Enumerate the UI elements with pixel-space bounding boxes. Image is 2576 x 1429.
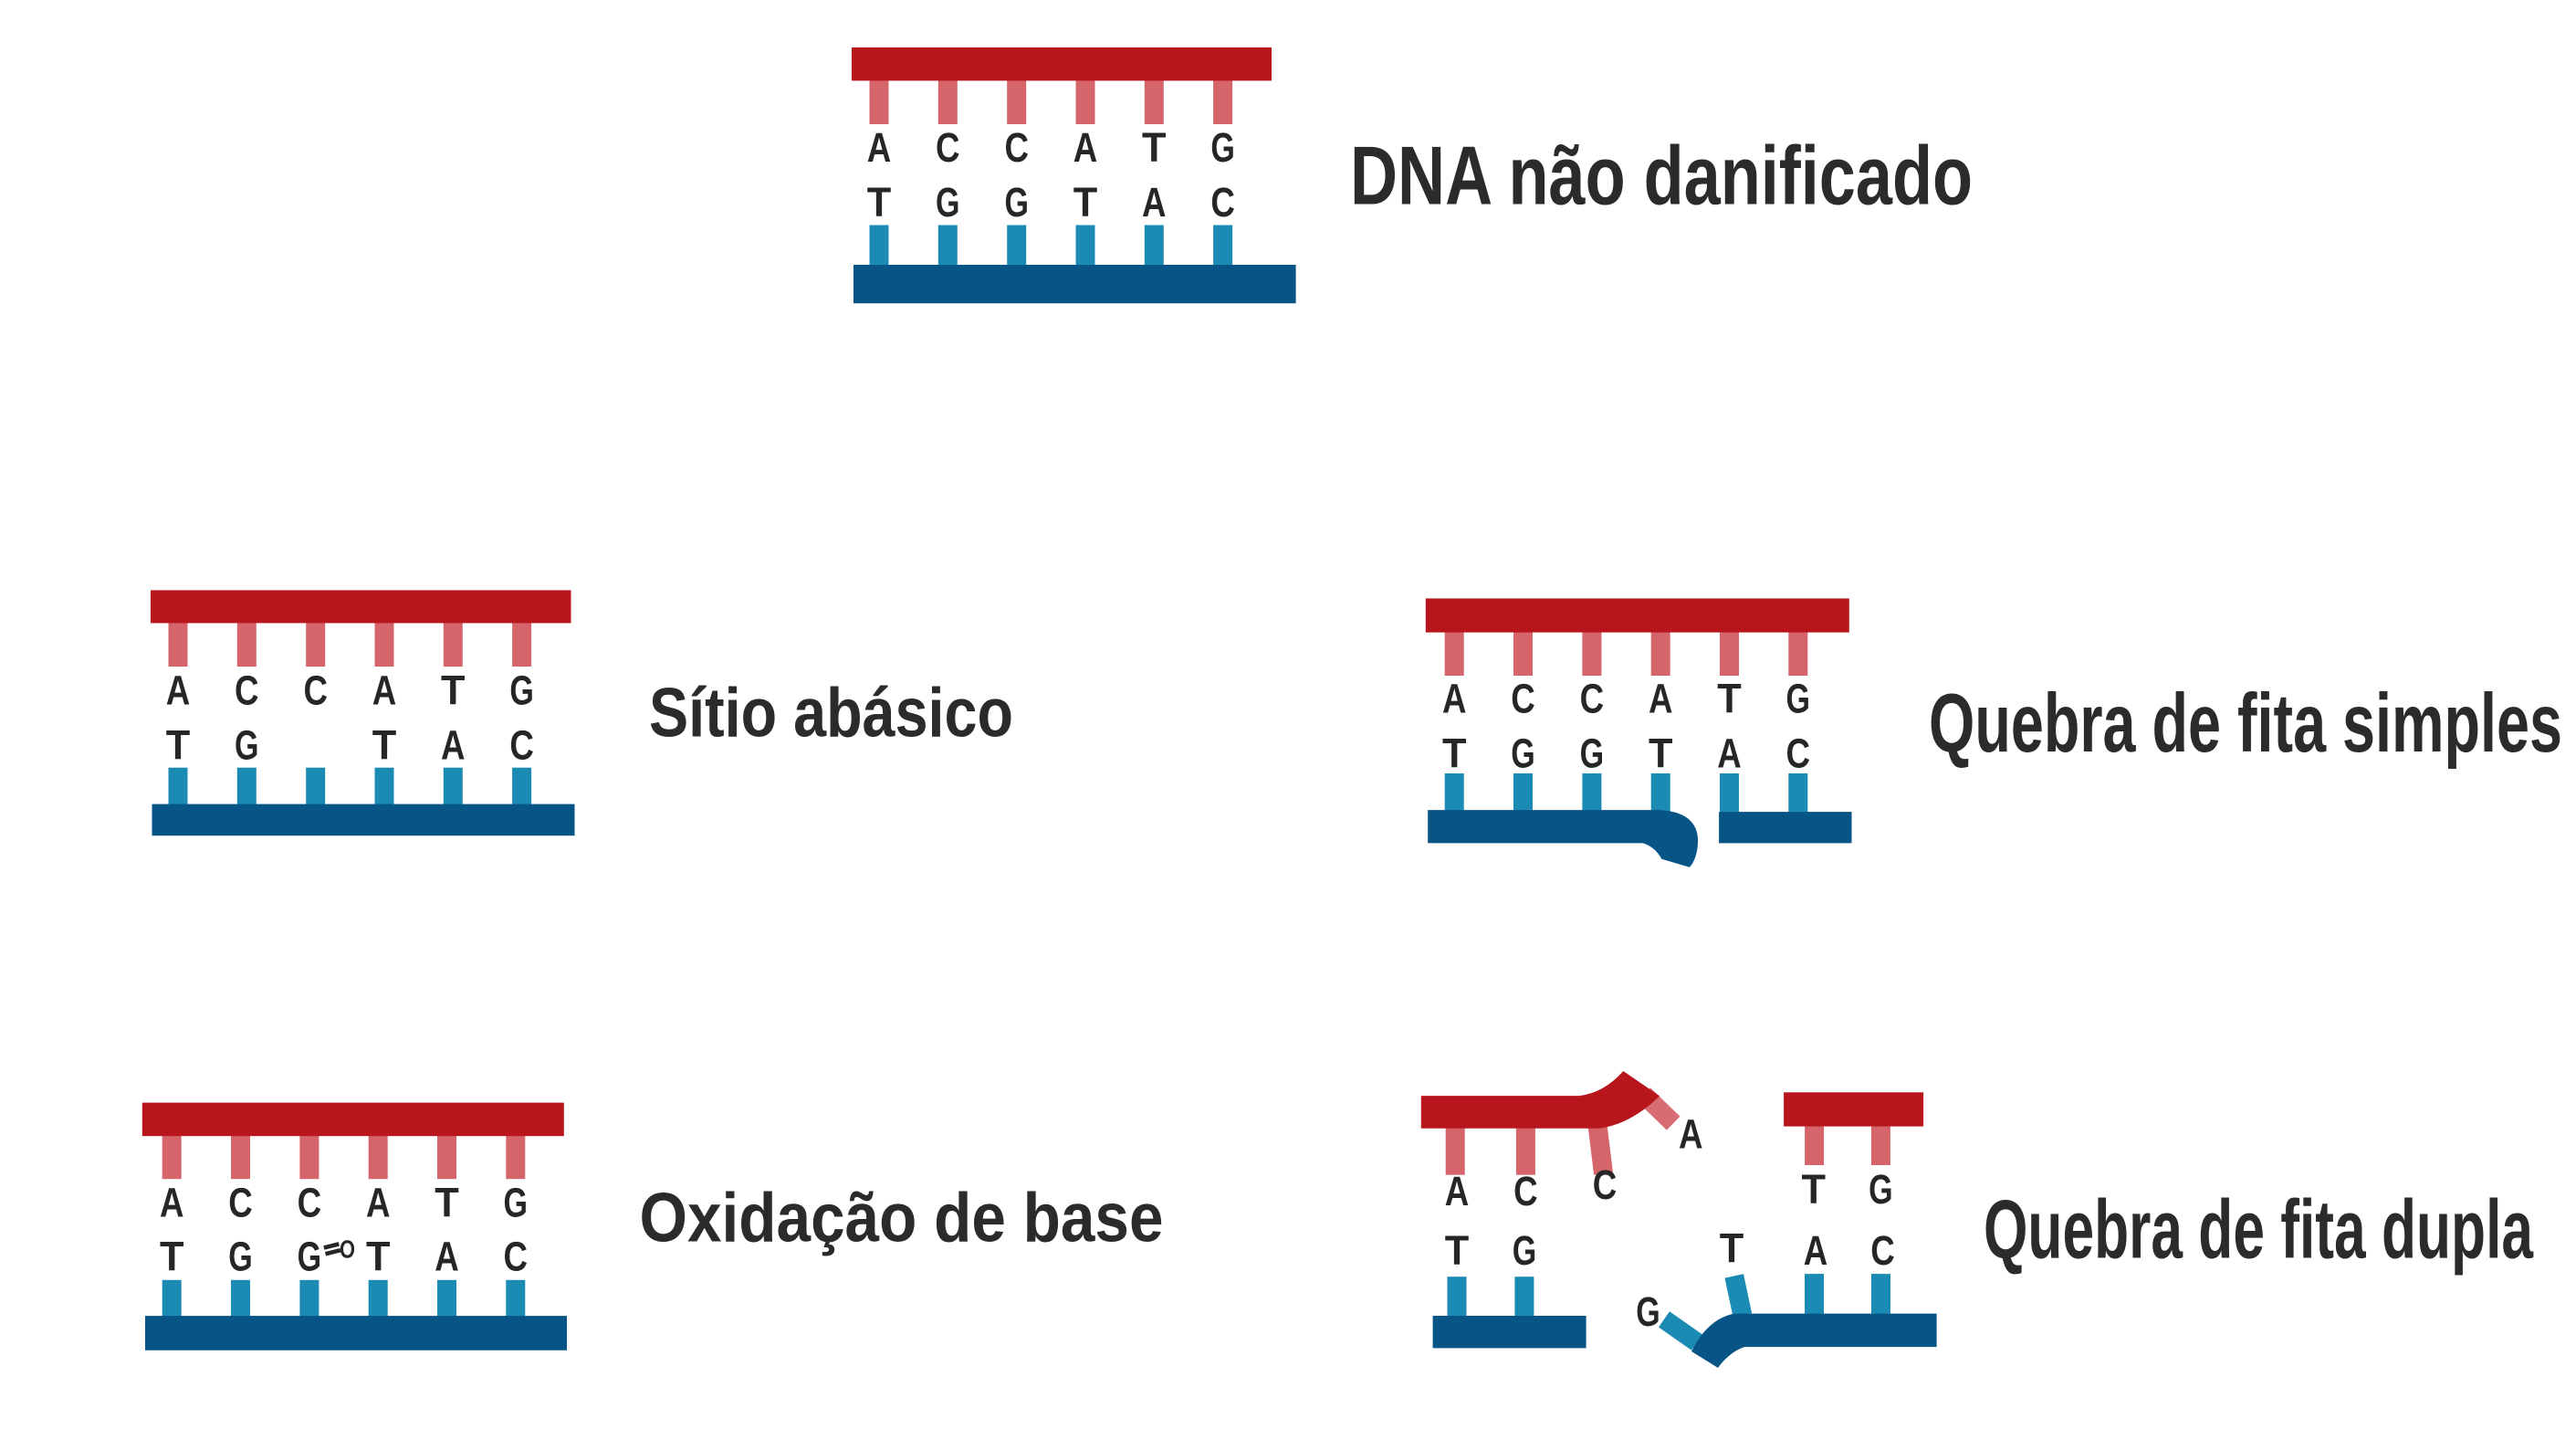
svg-text:T: T — [372, 721, 397, 768]
svg-text:T: T — [1442, 730, 1467, 776]
svg-text:G: G — [504, 1180, 529, 1226]
svg-text:T: T — [1717, 675, 1742, 721]
svg-text:Oxidação de base: Oxidação de base — [640, 1179, 1164, 1256]
svg-text:T: T — [366, 1234, 391, 1280]
svg-text:T: T — [1720, 1225, 1744, 1272]
svg-text:A: A — [441, 721, 466, 768]
svg-text:A: A — [1442, 675, 1467, 721]
svg-text:T: T — [166, 721, 191, 768]
svg-text:T: T — [1073, 179, 1098, 226]
svg-text:G: G — [1636, 1288, 1660, 1335]
svg-text:G: G — [1004, 179, 1029, 226]
svg-text:A: A — [160, 1180, 184, 1226]
svg-text:G: G — [936, 179, 960, 226]
svg-text:C: C — [228, 1180, 253, 1226]
svg-text:Sítio abásico: Sítio abásico — [649, 675, 1013, 752]
svg-text:C: C — [509, 721, 534, 768]
svg-text:G: G — [1869, 1166, 1893, 1213]
svg-text:G: G — [1580, 730, 1605, 776]
svg-text:A: A — [1804, 1227, 1828, 1274]
svg-text:T: T — [1445, 1227, 1470, 1274]
svg-text:G: G — [228, 1234, 253, 1280]
svg-text:O: O — [340, 1235, 355, 1264]
svg-text:A: A — [1073, 124, 1098, 171]
svg-text:T: T — [1649, 730, 1673, 776]
svg-text:T: T — [1801, 1166, 1826, 1213]
svg-text:T: T — [441, 667, 466, 713]
svg-text:A: A — [867, 124, 892, 171]
svg-text:Quebra de fita dupla: Quebra de fita dupla — [1984, 1183, 2534, 1276]
svg-text:G: G — [1511, 730, 1535, 776]
svg-text:A: A — [1649, 675, 1673, 721]
svg-text:A: A — [435, 1234, 459, 1280]
svg-text:C: C — [1580, 675, 1605, 721]
svg-text:C: C — [1210, 179, 1235, 226]
svg-text:C: C — [1004, 124, 1029, 171]
svg-text:A: A — [166, 667, 191, 713]
svg-text:C: C — [936, 124, 960, 171]
svg-text:A: A — [1717, 730, 1742, 776]
svg-text:A: A — [1445, 1168, 1470, 1214]
svg-text:G: G — [298, 1234, 322, 1280]
svg-text:G: G — [235, 721, 259, 768]
svg-text:Quebra de fita simples: Quebra de fita simples — [1929, 678, 2562, 770]
svg-text:C: C — [1511, 675, 1535, 721]
svg-text:A: A — [1679, 1111, 1703, 1158]
svg-text:C: C — [1870, 1227, 1895, 1274]
svg-text:C: C — [235, 667, 259, 713]
svg-text:A: A — [372, 667, 397, 713]
svg-text:C: C — [1593, 1161, 1618, 1208]
svg-text:A: A — [1142, 179, 1167, 226]
svg-text:A: A — [366, 1180, 391, 1226]
svg-text:T: T — [435, 1180, 459, 1226]
svg-text:G: G — [509, 667, 534, 713]
svg-text:C: C — [504, 1234, 529, 1280]
svg-text:C: C — [298, 1180, 322, 1226]
svg-text:T: T — [160, 1234, 184, 1280]
svg-text:C: C — [303, 667, 328, 713]
svg-text:T: T — [867, 179, 892, 226]
svg-text:G: G — [1786, 675, 1811, 721]
svg-text:G: G — [1210, 124, 1235, 171]
svg-text:T: T — [1142, 124, 1167, 171]
svg-text:C: C — [1513, 1168, 1538, 1214]
svg-text:DNA não danificado: DNA não danificado — [1350, 131, 1973, 223]
svg-text:C: C — [1786, 730, 1811, 776]
svg-text:G: G — [1513, 1227, 1537, 1274]
